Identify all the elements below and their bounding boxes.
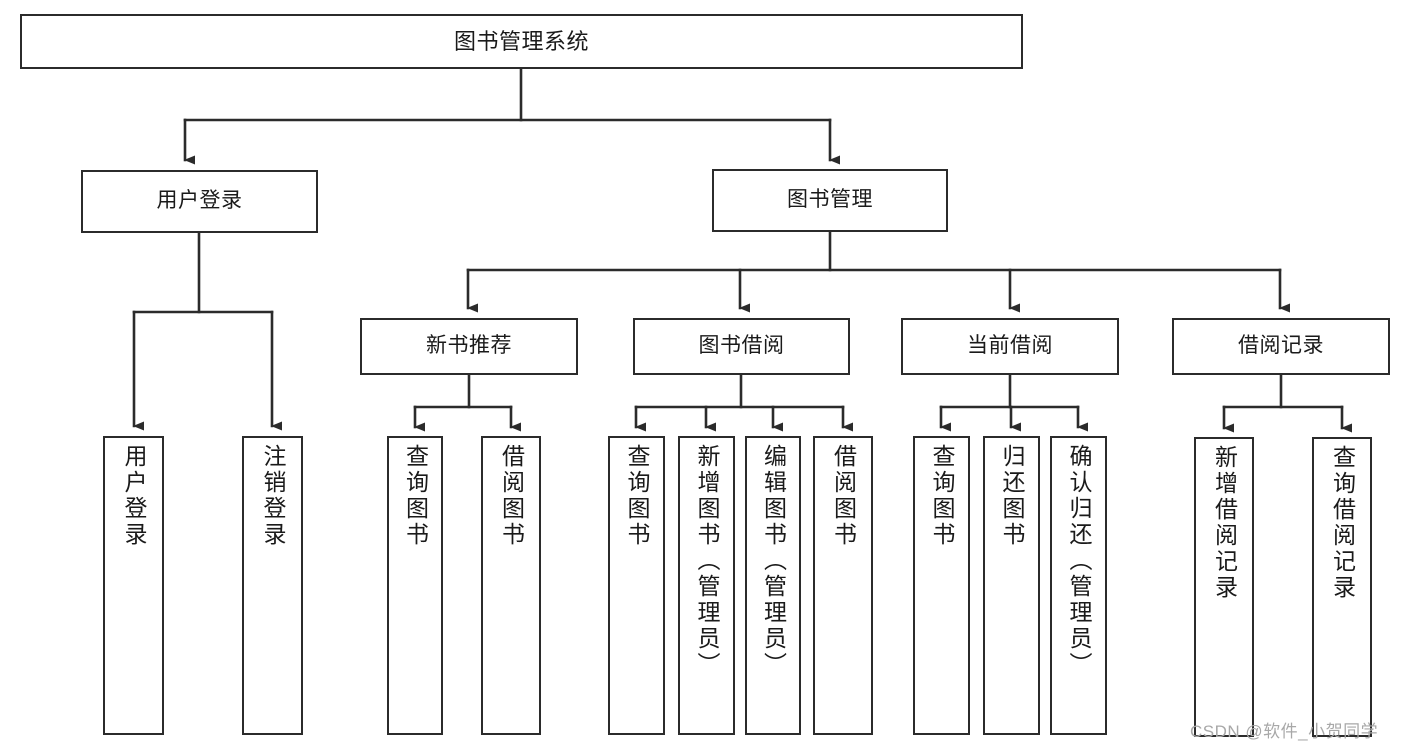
leaf-add-borrow-record[interactable]: 新增借阅记录 bbox=[1194, 437, 1254, 737]
csdn-watermark: CSDN @软件_小贺同学 bbox=[1190, 722, 1379, 741]
node-book-borrow[interactable]: 图书借阅 bbox=[633, 318, 850, 375]
leaf-query-borrow-record-label: 查询借阅记录 bbox=[1329, 445, 1356, 601]
leaf-borrow-book-label: 借阅图书 bbox=[830, 444, 857, 548]
leaf-confirm-return-admin-label: 确认归还（管理员） bbox=[1066, 444, 1092, 678]
leaf-logout-label: 注销登录 bbox=[260, 444, 286, 548]
leaf-query-book-current-label: 查询图书 bbox=[929, 444, 955, 548]
leaf-borrow-book-newbook-label: 借阅图书 bbox=[498, 444, 525, 548]
node-root-book-management-system[interactable]: 图书管理系统 bbox=[20, 14, 1023, 69]
leaf-edit-book-admin-label: 编辑图书（管理员） bbox=[760, 444, 787, 678]
leaf-query-book-borrow-label: 查询图书 bbox=[624, 444, 650, 548]
leaf-logout[interactable]: 注销登录 bbox=[242, 436, 303, 735]
leaf-query-book-borrow[interactable]: 查询图书 bbox=[608, 436, 665, 735]
node-user-login-label: 用户登录 bbox=[156, 189, 243, 213]
node-new-book-recommend-label: 新书推荐 bbox=[426, 334, 512, 358]
node-user-login[interactable]: 用户登录 bbox=[81, 170, 318, 233]
leaf-borrow-book[interactable]: 借阅图书 bbox=[813, 436, 873, 735]
leaf-add-borrow-record-label: 新增借阅记录 bbox=[1211, 445, 1238, 601]
node-current-borrow-label: 当前借阅 bbox=[967, 334, 1053, 358]
node-borrow-record[interactable]: 借阅记录 bbox=[1172, 318, 1390, 375]
leaf-return-book-label: 归还图书 bbox=[999, 444, 1025, 548]
leaf-user-login-label: 用户登录 bbox=[121, 444, 147, 548]
leaf-edit-book-admin[interactable]: 编辑图书（管理员） bbox=[745, 436, 801, 735]
leaf-add-book-admin-label: 新增图书（管理员） bbox=[694, 444, 720, 678]
leaf-query-book-current[interactable]: 查询图书 bbox=[913, 436, 970, 735]
node-book-management-label: 图书管理 bbox=[787, 188, 873, 212]
leaf-user-login[interactable]: 用户登录 bbox=[103, 436, 164, 735]
node-new-book-recommend[interactable]: 新书推荐 bbox=[360, 318, 578, 375]
leaf-add-book-admin[interactable]: 新增图书（管理员） bbox=[678, 436, 735, 735]
leaf-confirm-return-admin[interactable]: 确认归还（管理员） bbox=[1050, 436, 1107, 735]
leaf-query-borrow-record[interactable]: 查询借阅记录 bbox=[1312, 437, 1372, 737]
node-book-borrow-label: 图书借阅 bbox=[698, 334, 785, 358]
leaf-query-book-newbook[interactable]: 查询图书 bbox=[387, 436, 443, 735]
node-current-borrow[interactable]: 当前借阅 bbox=[901, 318, 1119, 375]
node-book-management[interactable]: 图书管理 bbox=[712, 169, 948, 232]
leaf-return-book[interactable]: 归还图书 bbox=[983, 436, 1040, 735]
node-borrow-record-label: 借阅记录 bbox=[1238, 334, 1324, 358]
node-root-label: 图书管理系统 bbox=[453, 28, 589, 54]
leaf-borrow-book-newbook[interactable]: 借阅图书 bbox=[481, 436, 541, 735]
leaf-query-book-newbook-label: 查询图书 bbox=[402, 444, 429, 548]
